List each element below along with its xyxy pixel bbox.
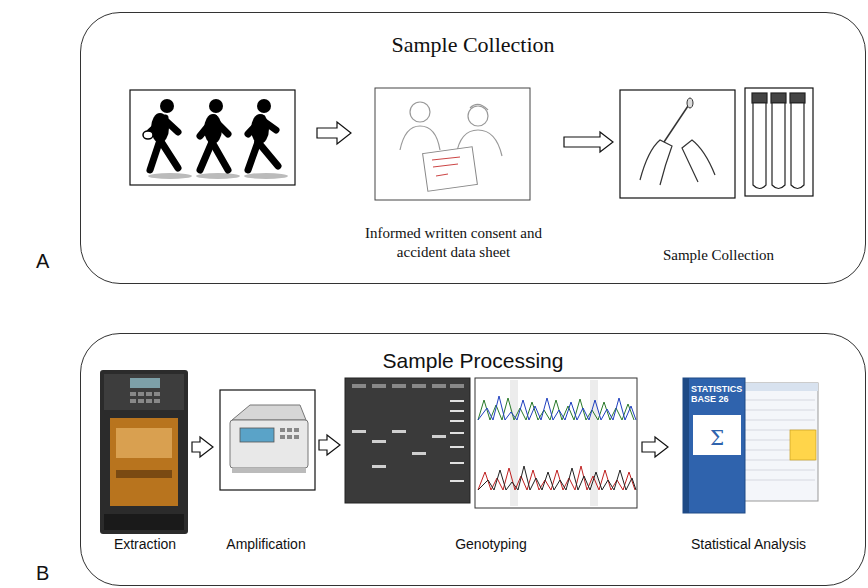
step-caption: Extraction <box>101 536 189 554</box>
image-step: Genotyping <box>343 374 639 556</box>
chromatogram-picture <box>475 378 637 508</box>
panel: Sample ProcessingExtraction Amplification… <box>80 333 866 586</box>
image-step: Informed written consent and accident da… <box>346 86 561 264</box>
sample-collection-picture <box>620 88 813 198</box>
panel-heading: Sample Processing <box>81 348 865 374</box>
flow-arrow <box>317 122 351 144</box>
statistics-software-picture: Σ <box>683 378 818 513</box>
image-step: Sample Collection <box>616 81 821 267</box>
panel: Sample CollectionInformed written consen… <box>80 12 866 284</box>
extraction-machine-picture <box>100 370 188 534</box>
step-caption: Amplification <box>216 536 316 554</box>
panel-letter: B <box>36 562 49 585</box>
step-caption: Sample Collection <box>619 246 819 265</box>
image-step: Amplification <box>216 384 316 556</box>
image-step: Extraction <box>101 368 189 556</box>
step-caption: Informed written consent and accident da… <box>364 224 544 262</box>
step-caption: Genotyping <box>343 536 639 554</box>
gel-picture <box>345 378 470 503</box>
sigma-symbol: Σ <box>710 426 724 450</box>
panel-heading: Sample Collection <box>81 31 865 59</box>
software-name: STATISTICS BASE 26 <box>691 384 743 405</box>
step-caption: Statistical Analysis <box>671 536 826 554</box>
flow-arrow <box>564 132 613 152</box>
flow-arrow <box>192 437 213 457</box>
panel-letter: A <box>36 250 49 273</box>
thermocycler-picture <box>220 390 315 490</box>
rugby-players-picture <box>130 90 295 185</box>
consent-picture <box>375 88 530 200</box>
flow-arrow <box>319 435 340 455</box>
flow-arrow <box>642 437 668 457</box>
